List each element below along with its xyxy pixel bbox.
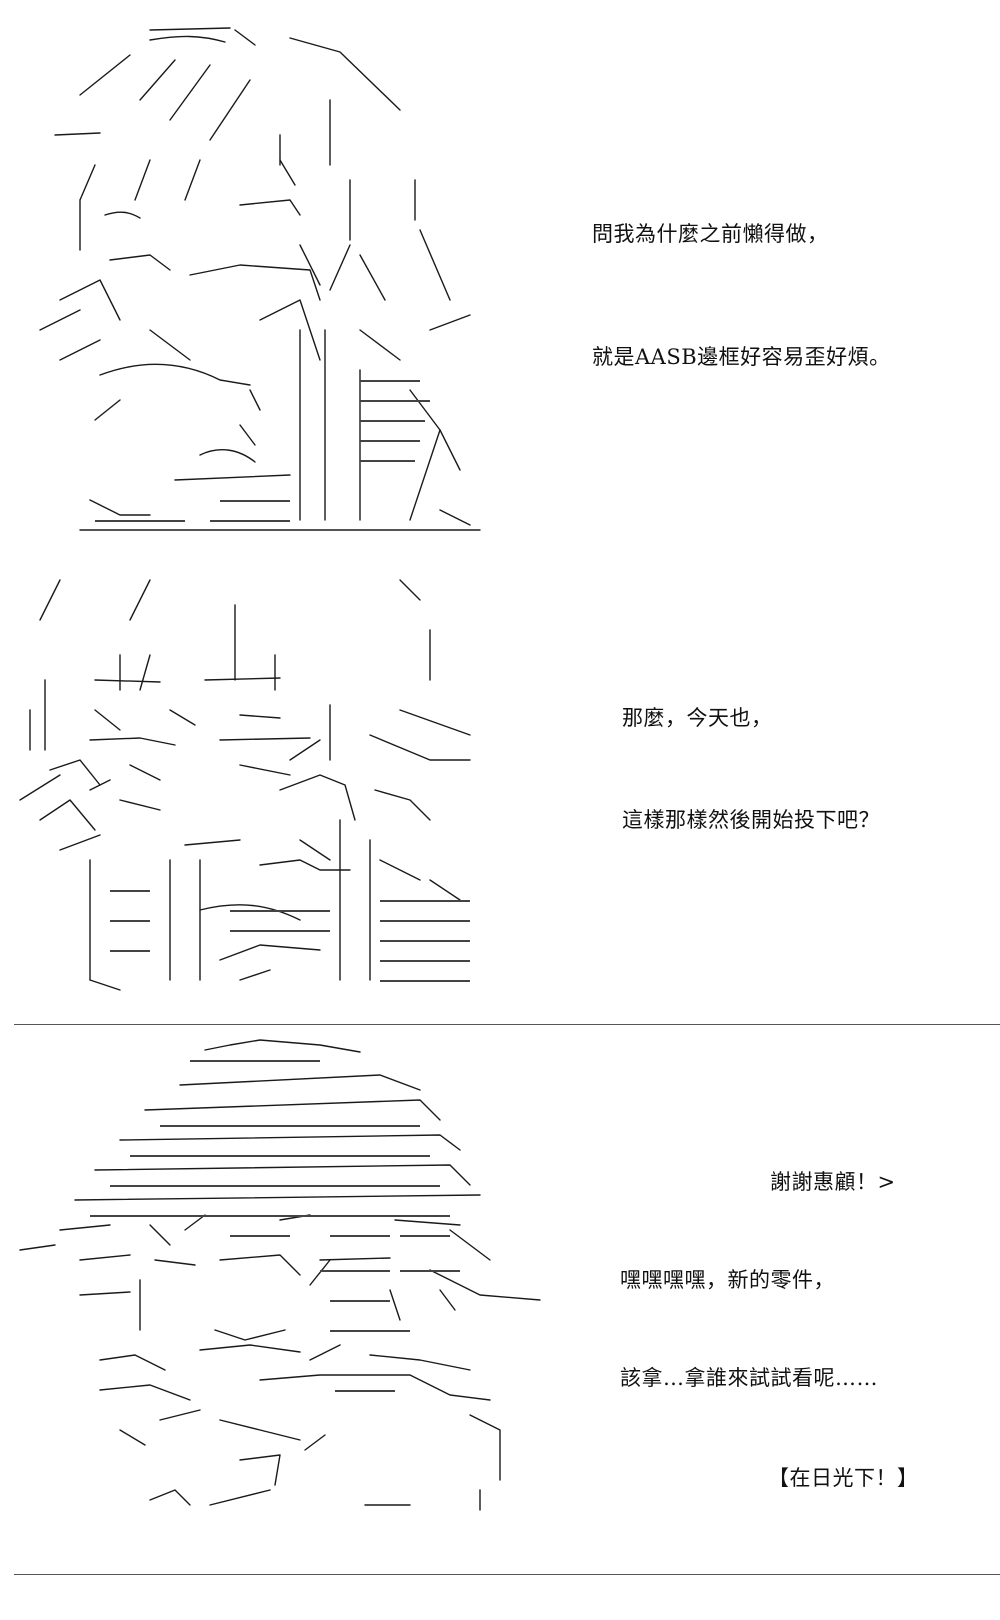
ascii-art-drawing-1 xyxy=(39,27,481,531)
panel-divider xyxy=(14,1024,1000,1025)
caption-line: 【在日光下！】 xyxy=(768,1466,919,1490)
caption-line: 嘿嘿嘿嘿，新的零件， xyxy=(620,1268,835,1292)
caption-line: 那麼，今天也， xyxy=(622,706,773,730)
caption-line: 該拿…拿誰來試試看呢…… xyxy=(620,1366,878,1390)
panel-2: 那麼，今天也， 這樣那樣然後開始投下吧？ xyxy=(0,560,1000,1020)
panel-divider xyxy=(14,1574,1000,1575)
ascii-art-drawing-3 xyxy=(19,1039,541,1511)
ascii-art-character-3 xyxy=(0,1030,560,1545)
caption-line: 這樣那樣然後開始投下吧？ xyxy=(622,808,880,832)
caption-line: 謝謝惠顧！> xyxy=(770,1170,896,1194)
caption-line: 問我為什麼之前懶得做， xyxy=(592,222,829,246)
panel-1: 問我為什麼之前懶得做， 就是AASB邊框好容易歪好煩。 xyxy=(0,0,1000,560)
ascii-art-character-2 xyxy=(0,560,520,1020)
panel-3: 謝謝惠顧！> 嘿嘿嘿嘿，新的零件， 該拿…拿誰來試試看呢…… 【在日光下！】 xyxy=(0,1030,1000,1545)
ascii-art-character-1 xyxy=(0,0,520,560)
caption-line: 就是AASB邊框好容易歪好煩。 xyxy=(592,345,891,369)
ascii-art-drawing-2 xyxy=(19,579,471,991)
